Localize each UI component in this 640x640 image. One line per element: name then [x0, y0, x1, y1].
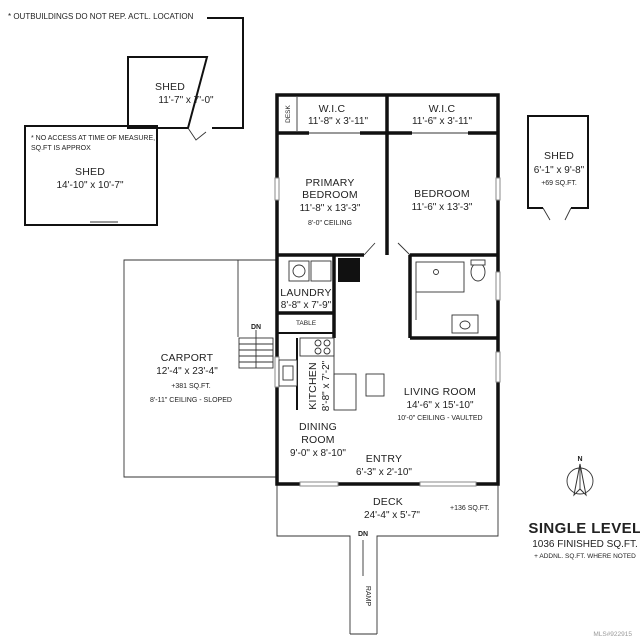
wic-bedroom-dims: 11'-6" x 3'-11"	[412, 116, 472, 127]
living-room-ceiling: 10'-0" CEILING - VAULTED	[397, 415, 482, 422]
ramp-dn-label: DN	[358, 531, 368, 538]
primary-bedroom-ceiling: 8'-0" CEILING	[308, 220, 352, 227]
laundry-name: LAUNDRY	[280, 287, 331, 299]
shed-right-area: +69 SQ.FT.	[541, 180, 577, 187]
kitchen-dims: 8'-8" x 7'-2"	[321, 360, 332, 411]
carport-area: +381 SQ.FT.	[171, 383, 211, 390]
bedroom-dims: 11'-6" x 13'-3"	[412, 202, 473, 213]
shed-left: * NO ACCESS AT TIME OF MEASURE, SQ.FT IS…	[24, 125, 158, 226]
carport-ceiling: 8'-11" CEILING - SLOPED	[150, 397, 232, 404]
compass-north-label: N	[577, 456, 582, 463]
wic-primary-name: W.I.C	[319, 103, 346, 115]
shed-right: SHED 6'-1" x 9'-8" +69 SQ.FT.	[527, 115, 589, 221]
carport-name: CARPORT	[161, 352, 214, 364]
laundry-dims: 8'-8" x 7'-9"	[281, 300, 332, 311]
summary-note: + ADDNL. SQ.FT. WHERE NOTED	[534, 553, 636, 560]
ramp-label: RAMP	[364, 586, 371, 607]
dining-room-line1: DINING	[299, 421, 337, 433]
stairs: DN	[238, 324, 274, 369]
deck-dims: 24'-4" x 5'-7"	[364, 510, 420, 521]
desk-label: DESK	[285, 104, 292, 122]
primary-bedroom-dims: 11'-8" x 13'-3"	[300, 203, 361, 214]
stairs-dn-label: DN	[251, 324, 261, 331]
living-room-name: LIVING ROOM	[404, 386, 476, 398]
shed-right-dims: 6'-1" x 9'-8"	[534, 165, 585, 176]
summary-finished: 1036 FINISHED SQ.FT.	[532, 539, 638, 550]
no-access-note-2: SQ.FT IS APPROX	[31, 145, 91, 152]
no-access-note-1: * NO ACCESS AT TIME OF MEASURE,	[31, 135, 155, 142]
carport-dims: 12'-4" x 23'-4"	[156, 366, 218, 377]
shed-top-dims: 11'-7" x 7'-0"	[158, 95, 214, 106]
bedroom-name: BEDROOM	[414, 188, 470, 200]
shed-left-name: SHED	[75, 166, 105, 178]
listing-id: MLS#922915	[593, 631, 632, 638]
primary-bedroom-line2: BEDROOM	[302, 189, 358, 201]
main-house: DESK TABLE	[274, 93, 501, 487]
shed-top: SHED 11'-7" x 7'-0"	[127, 17, 244, 141]
dining-room-dims: 9'-0" x 8'-10"	[290, 448, 346, 459]
shed-right-name: SHED	[544, 150, 574, 162]
dining-room-line2: ROOM	[301, 434, 334, 446]
table-label: TABLE	[296, 320, 317, 327]
summary-title: SINGLE LEVEL	[528, 520, 640, 537]
deck: DECK 24'-4" x 5'-7" +136 SQ.FT.	[276, 484, 499, 635]
entry-dims: 6'-3" x 2'-10"	[356, 467, 412, 478]
carport: CARPORT 12'-4" x 23'-4" +381 SQ.FT. 8'-1…	[123, 259, 277, 478]
ramp: DN RAMP	[358, 531, 371, 606]
compass: N	[566, 456, 594, 497]
wic-primary-dims: 11'-8" x 3'-11"	[308, 116, 368, 127]
shed-left-dims: 14'-10" x 10'-7"	[56, 180, 124, 191]
wic-bedroom-name: W.I.C	[429, 103, 456, 115]
entry-name: ENTRY	[366, 453, 402, 465]
living-room-dims: 14'-6" x 15'-10"	[406, 400, 474, 411]
outbuildings-note: * OUTBUILDINGS DO NOT REP. ACTL. LOCATIO…	[8, 12, 194, 21]
deck-area: +136 SQ.FT.	[450, 505, 490, 512]
primary-bedroom-line1: PRIMARY	[305, 177, 354, 189]
shed-top-name: SHED	[155, 81, 185, 93]
deck-name: DECK	[373, 496, 403, 508]
kitchen-name: KITCHEN	[307, 362, 319, 410]
